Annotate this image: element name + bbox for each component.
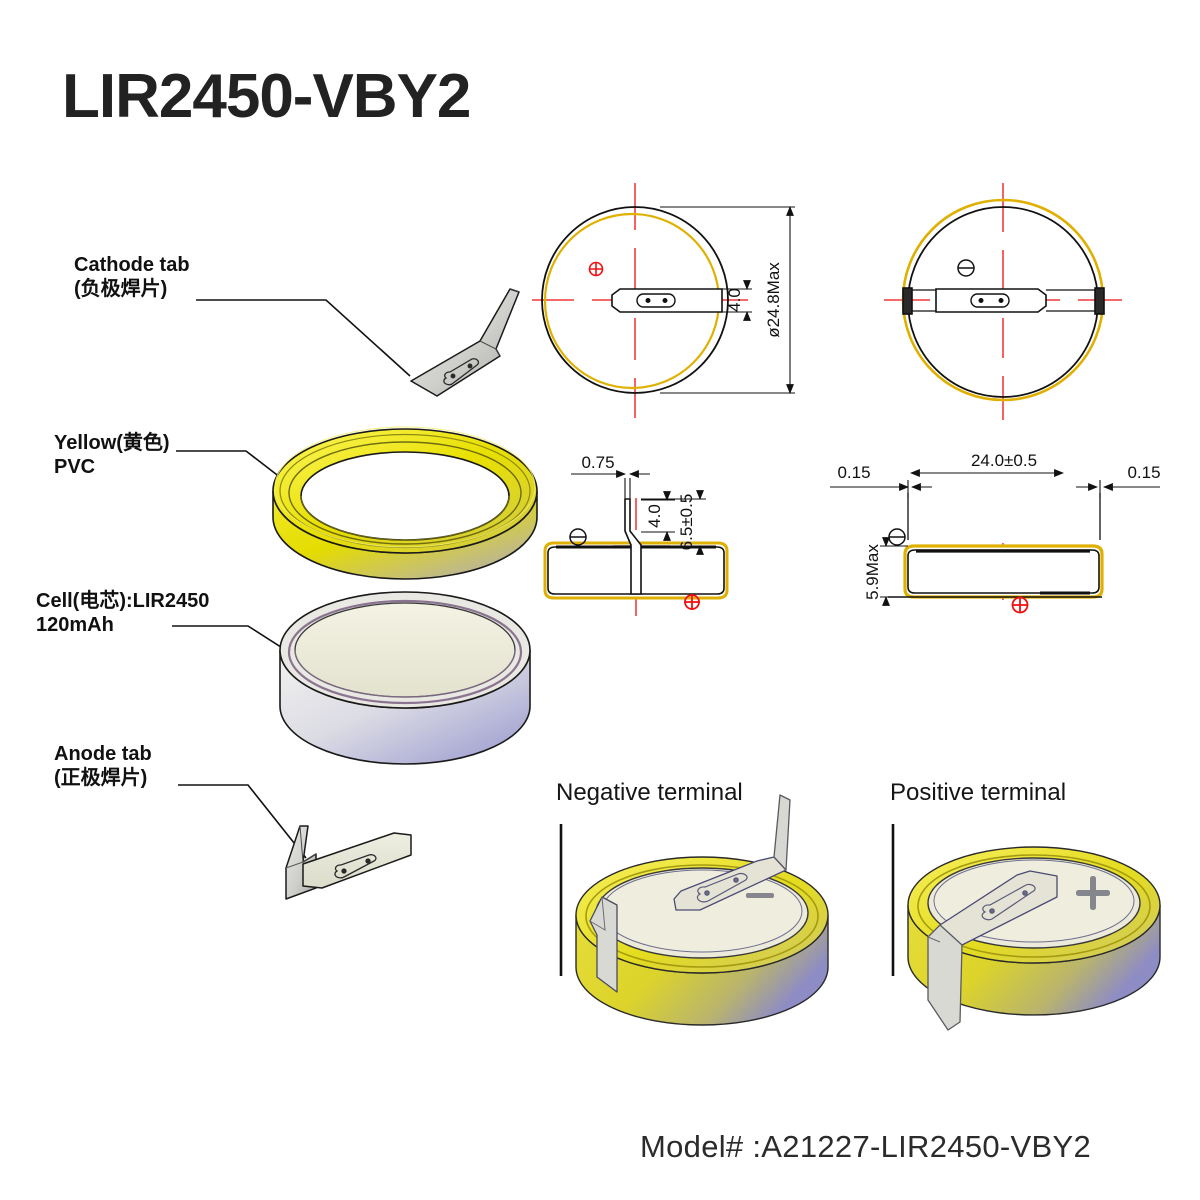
minus-mark — [746, 893, 774, 898]
polarity-negative-side — [569, 528, 587, 546]
positive-tab-slot — [981, 883, 1036, 921]
view-top-positive: ø24.8Max 4.0 — [532, 183, 795, 418]
centerlines-top-negative — [884, 183, 1122, 420]
dim-tab-width-label: 4.0 — [725, 288, 744, 312]
exploded-cell-body — [279, 591, 531, 765]
callout-leader-lines — [172, 299, 411, 859]
polarity-positive-front — [1011, 596, 1029, 614]
tab-slot-top-negative — [970, 293, 1010, 308]
dim-front-height — [880, 537, 908, 606]
dim-left-015-label: 0.15 — [837, 463, 870, 482]
leader-anode-tab — [178, 784, 307, 859]
polarity-positive-top — [588, 261, 604, 277]
model-number-footer: Model# :A21227-LIR2450-VBY2 — [640, 1129, 1092, 1164]
dim-right-015 — [1076, 480, 1160, 498]
dim-left-015 — [830, 480, 932, 498]
dim-side-65-label: 6.5±0.5 — [677, 494, 696, 551]
dim-front-height-label: 5.9Max — [863, 544, 882, 600]
tab-slot-top-positive — [636, 293, 676, 308]
dim-diameter-label: ø24.8Max — [764, 262, 783, 338]
polarity-negative-front — [888, 528, 906, 546]
dim-right-015-label: 0.15 — [1127, 463, 1160, 482]
dim-side-40 — [641, 491, 675, 541]
dim-tab-width — [722, 280, 752, 321]
callout-anode-tab: Anode tab (正极焊片) — [54, 743, 152, 790]
callout-yellow-pvc: Yellow(黄色) PVC — [54, 432, 170, 479]
view-3d-negative-terminal — [559, 794, 829, 1026]
dim-side-65 — [641, 490, 706, 555]
anode-tab-slot — [334, 854, 377, 879]
tab-top-negative — [902, 287, 1105, 315]
label-negative-terminal: Negative terminal — [556, 779, 743, 806]
leader-yellow-pvc — [176, 450, 317, 506]
dim-075-label: 0.75 — [581, 453, 614, 472]
page-title: LIR2450-VBY2 — [62, 62, 471, 131]
label-positive-terminal: Positive terminal — [890, 779, 1067, 806]
view-top-negative — [884, 183, 1122, 420]
leader-cathode-tab — [196, 299, 411, 377]
view-side-tab: 0.75 4.0 6.5±0.5 — [543, 453, 729, 616]
view-front-elevation: 24.0±0.5 0.15 0.15 5.9Max — [830, 451, 1161, 614]
dim-front-width-label: 24.0±0.5 — [971, 451, 1037, 470]
negative-tab-slot — [696, 872, 748, 903]
polarity-negative-top — [957, 259, 975, 277]
dim-075 — [571, 470, 650, 499]
callout-cathode-tab: Cathode tab (负极焊片) — [74, 254, 190, 301]
callout-cell: Cell(电芯):LIR2450 120mAh — [36, 590, 210, 637]
exploded-pvc-ring — [272, 426, 538, 580]
tab-top-positive — [611, 288, 723, 313]
dim-diameter — [660, 206, 795, 394]
view-3d-positive-terminal — [891, 824, 1161, 1031]
polarity-positive-side — [684, 594, 700, 610]
centerlines-top-positive — [532, 183, 748, 418]
dim-side-40-label: 4.0 — [645, 504, 664, 528]
cathode-tab-3d — [410, 288, 520, 397]
cathode-tab-slot — [443, 358, 480, 386]
anode-tab-3d — [285, 825, 412, 900]
plus-mark — [1076, 876, 1110, 910]
